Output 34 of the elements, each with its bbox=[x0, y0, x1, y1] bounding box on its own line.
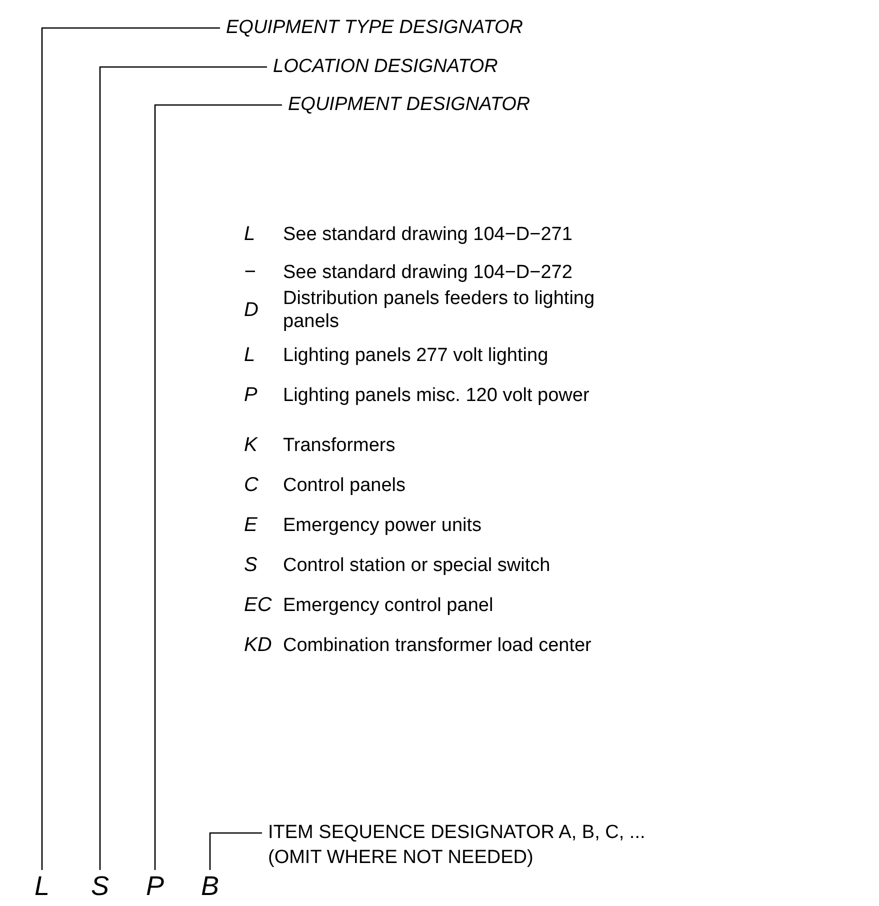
designator-letter: S bbox=[88, 870, 112, 902]
designator-label: LOCATION DESIGNATOR bbox=[273, 54, 498, 80]
code-letter: K bbox=[244, 433, 258, 457]
code-description: Control panels bbox=[283, 474, 407, 498]
code-description: Control station or special switch bbox=[283, 554, 552, 578]
code-description: See standard drawing 104−D−272 bbox=[283, 260, 574, 284]
code-letter: L bbox=[244, 222, 256, 246]
code-letter: KD bbox=[244, 633, 272, 657]
designator-label: ITEM SEQUENCE DESIGNATOR A, B, C, ... (OMIT WHERE NOT NEEDED) bbox=[268, 820, 688, 870]
code-description: See standard drawing 104−D−271 bbox=[283, 222, 574, 246]
leader-line bbox=[154, 104, 282, 870]
code-letter: EC bbox=[244, 593, 272, 617]
code-description: Distribution panels feeders to lighting panels bbox=[283, 287, 596, 334]
designator-label: EQUIPMENT DESIGNATOR bbox=[288, 92, 530, 118]
leader-line bbox=[99, 66, 267, 870]
designator-letter: P bbox=[143, 870, 167, 902]
designator-letter: L bbox=[30, 870, 54, 902]
code-description: Transformers bbox=[283, 434, 396, 458]
code-letter: S bbox=[244, 553, 258, 577]
code-description: Lighting panels misc. 120 volt power bbox=[283, 384, 590, 408]
leader-line bbox=[41, 27, 220, 870]
code-description: Combination transformer load center bbox=[283, 634, 592, 658]
code-letter: D bbox=[244, 298, 258, 322]
designator-label: EQUIPMENT TYPE DESIGNATOR bbox=[226, 15, 524, 41]
code-letter: P bbox=[244, 383, 258, 407]
designator-letter: B bbox=[198, 870, 222, 902]
code-letter: L bbox=[244, 343, 256, 367]
code-letter: E bbox=[244, 513, 258, 537]
code-letter: − bbox=[244, 260, 256, 284]
leader-line bbox=[209, 832, 262, 870]
code-description: Emergency control panel bbox=[283, 594, 494, 618]
code-letter: C bbox=[244, 473, 258, 497]
code-description: Lighting panels 277 volt lighting bbox=[283, 344, 550, 368]
code-description: Emergency power units bbox=[283, 514, 483, 538]
